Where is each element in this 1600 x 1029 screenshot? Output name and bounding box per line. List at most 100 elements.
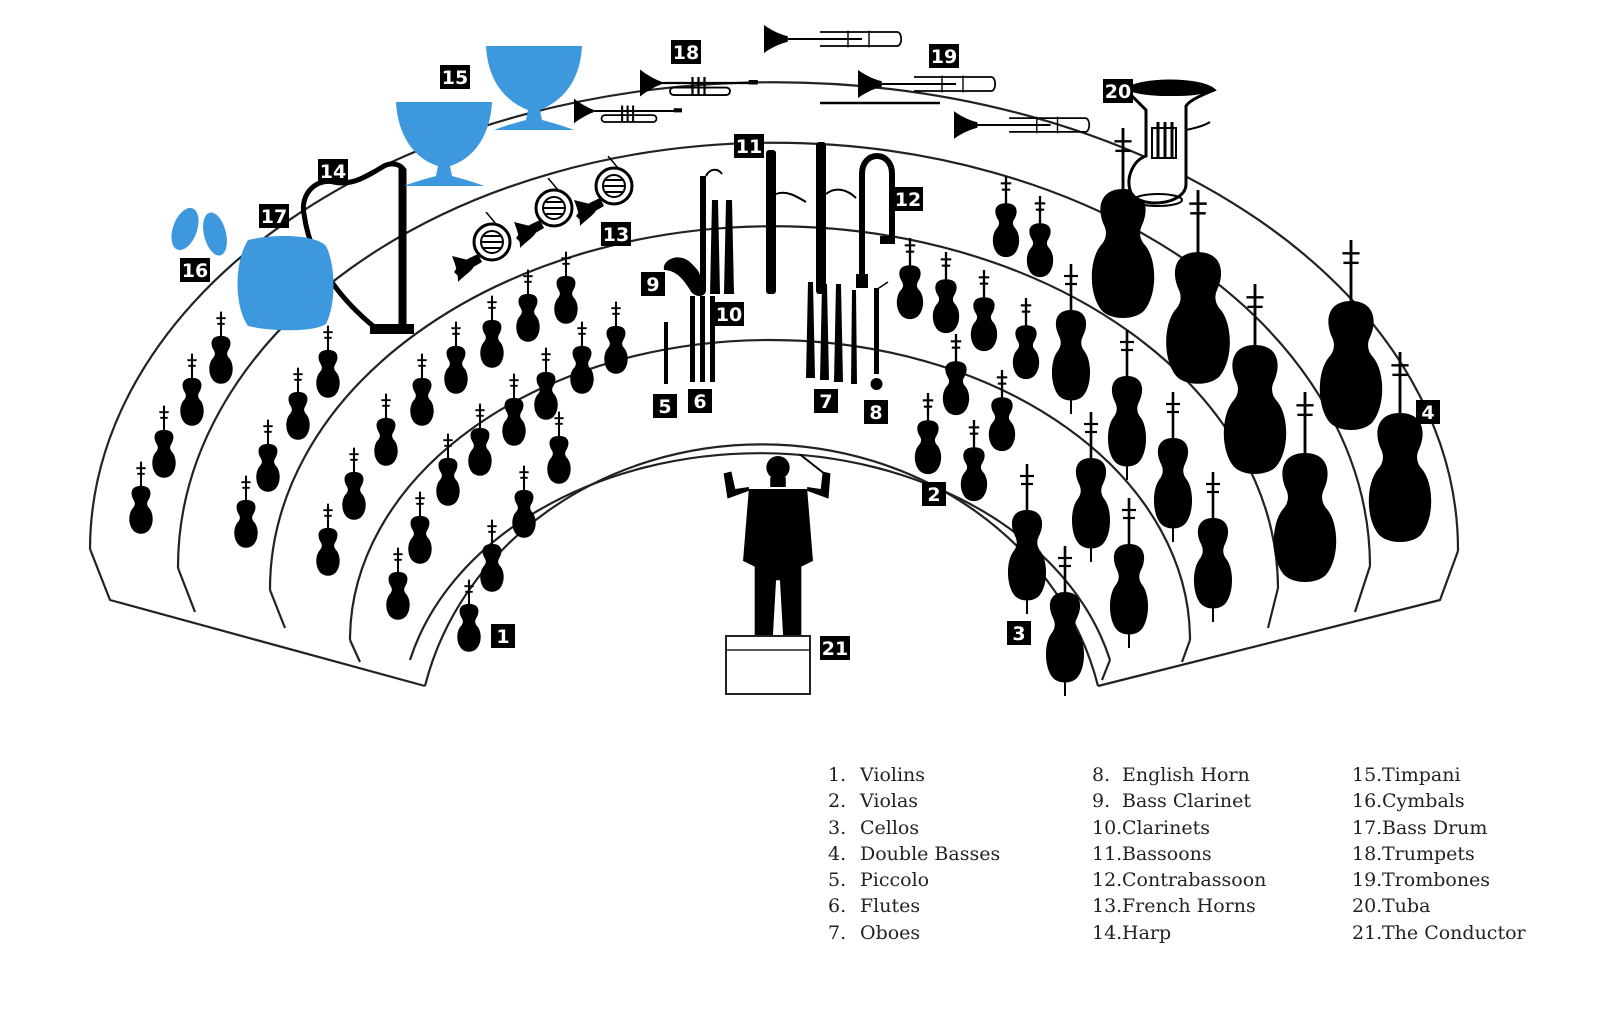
- marker-19: 19: [929, 44, 959, 68]
- legend-number: 2.: [828, 790, 847, 813]
- legend-number: 8.: [1092, 764, 1111, 786]
- bass-clarinet: [663, 168, 723, 296]
- legend-item: 2.Violas: [828, 788, 1000, 814]
- trombone-section: [764, 23, 1091, 141]
- marker-8: 8: [864, 400, 888, 424]
- marker-7: 7: [814, 389, 838, 413]
- timpani-1: [396, 102, 492, 186]
- marker-11: 11: [734, 134, 764, 158]
- marker-label: 16: [182, 260, 208, 282]
- marker-20: 20: [1103, 79, 1133, 103]
- legend-item: 16.Cymbals: [1352, 788, 1526, 814]
- marker-label: 14: [320, 161, 346, 183]
- marker-label: 18: [673, 42, 699, 64]
- legend-label: French Horns: [1122, 895, 1256, 918]
- viola-section: [895, 176, 1055, 503]
- marker-17: 17: [259, 204, 289, 228]
- legend-number: 18.: [1352, 842, 1383, 865]
- legend-label: Contrabassoon: [1122, 869, 1267, 892]
- marker-2: 2: [922, 482, 946, 506]
- marker-label: 10: [716, 304, 742, 326]
- legend-label: English Horn: [1122, 764, 1250, 786]
- legend-label: Bass Clarinet: [1122, 790, 1252, 813]
- legend-number: 4.: [828, 842, 847, 865]
- marker-13: 13: [601, 222, 631, 246]
- legend-item: 5.Piccolo: [828, 867, 1000, 893]
- french-horn-section: [452, 156, 634, 282]
- legend-label: Timpani: [1382, 764, 1461, 786]
- marker-21: 21: [820, 636, 850, 660]
- legend-number: 11.: [1092, 842, 1123, 865]
- legend-label: Bassoons: [1122, 842, 1212, 865]
- marker-15: 15: [440, 65, 470, 89]
- conductor: [722, 454, 832, 695]
- legend-item: 18.Trumpets: [1352, 841, 1526, 867]
- marker-10: 10: [714, 302, 744, 326]
- marker-label: 4: [1421, 402, 1434, 424]
- legend-label: Harp: [1122, 921, 1172, 944]
- legend-label: Violins: [860, 764, 926, 786]
- piccolo: [664, 322, 668, 384]
- marker-label: 17: [261, 206, 287, 228]
- legend-number: 6.: [828, 895, 847, 918]
- legend-item: 20.Tuba: [1352, 893, 1526, 919]
- percussion-section: [171, 46, 582, 331]
- legend-label: Double Basses: [860, 842, 1001, 865]
- legend-label: Trombones: [1382, 869, 1491, 892]
- legend-number: 1.: [828, 764, 847, 786]
- legend-item: 6. Flutes: [828, 893, 1000, 919]
- legend-number: 21.: [1352, 921, 1383, 944]
- marker-5: 5: [653, 394, 677, 418]
- marker-label: 5: [658, 396, 671, 418]
- legend-item: 17.Bass Drum: [1352, 815, 1526, 841]
- legend-number: 20.: [1352, 895, 1383, 918]
- marker-label: 13: [603, 224, 629, 246]
- tuba: [1123, 79, 1217, 207]
- legend-item: 13.French Horns: [1092, 893, 1266, 919]
- legend-label: Oboes: [860, 921, 921, 944]
- legend-label: Cellos: [860, 816, 920, 839]
- english-horn: [851, 281, 889, 390]
- legend-number: 16.: [1352, 790, 1383, 813]
- flutes: [690, 296, 715, 382]
- marker-label: 2: [927, 484, 940, 506]
- legend-item: 12.Contrabassoon: [1092, 867, 1266, 893]
- legend-item: 7.Oboes: [828, 920, 1000, 946]
- marker-label: 12: [895, 189, 921, 211]
- legend-label: Flutes: [860, 895, 921, 918]
- violin-section: [128, 250, 629, 653]
- marker-4: 4: [1416, 400, 1440, 424]
- marker-label: 11: [736, 136, 762, 158]
- marker-6: 6: [688, 389, 712, 413]
- cymbals: [171, 207, 227, 256]
- marker-label: 9: [646, 274, 659, 296]
- legend-number: 10.: [1092, 816, 1123, 839]
- marker-label: 6: [693, 391, 706, 413]
- legend-label: Trumpets: [1382, 842, 1475, 865]
- legend-number: 15.: [1352, 764, 1383, 786]
- legend-label: Piccolo: [860, 869, 930, 892]
- legend-item: 11.Bassoons: [1092, 841, 1266, 867]
- marker-label: 15: [442, 67, 468, 89]
- bass-drum: [237, 236, 334, 331]
- marker-label: 3: [1012, 623, 1025, 645]
- marker-3: 3: [1007, 621, 1031, 645]
- clarinets: [710, 200, 734, 294]
- marker-14: 14: [318, 159, 348, 183]
- legend-item: 10.Clarinets: [1092, 815, 1266, 841]
- marker-18: 18: [671, 40, 701, 64]
- legend-label: Clarinets: [1122, 816, 1210, 839]
- marker-label: 20: [1105, 81, 1131, 103]
- marker-label: 1: [496, 626, 509, 648]
- legend-item: 8. English Horn: [1092, 762, 1266, 788]
- legend-item: 9.Bass Clarinet: [1092, 788, 1266, 814]
- legend-number: 12.: [1092, 869, 1123, 892]
- marker-label: 19: [931, 46, 957, 68]
- legend-number: 3.: [828, 816, 847, 839]
- marker-label: 7: [819, 391, 832, 413]
